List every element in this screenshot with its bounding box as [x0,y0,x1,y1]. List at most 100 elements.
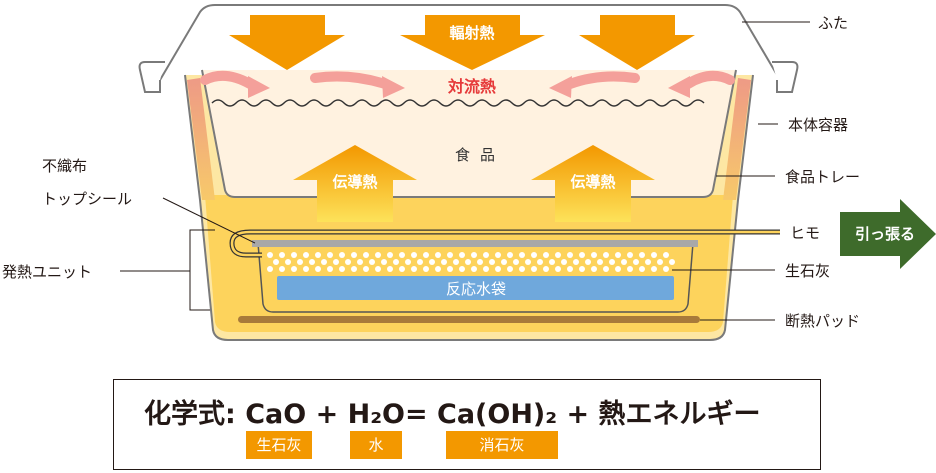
quicklime-dot [549,259,555,265]
formula-badge-slaked-lime: 消石灰 [446,431,558,459]
quicklime-dot [471,266,477,272]
quicklime-dot [519,252,525,258]
quicklime-dot [309,259,315,265]
formula-box: 化学式: CaO + H₂O= Ca(OH)₂ + 熱エネルギー 生石灰 水 消… [113,379,821,470]
quicklime-dot [381,259,387,265]
quicklime-dot [345,259,351,265]
quicklime-dot [573,259,579,265]
quicklime-dot [315,266,321,272]
quicklime-dot [651,252,657,258]
quicklime-dot [387,266,393,272]
nonwoven-label-line1: 不織布 [42,157,87,175]
quicklime-dot [333,259,339,265]
quicklime-dot [351,266,357,272]
quicklime-dot [489,259,495,265]
formula-badge-quicklime: 生石灰 [246,431,312,459]
quicklime-dot [639,266,645,272]
quicklime-dot [669,259,675,265]
quicklime-dot [621,259,627,265]
quicklime-dot [393,259,399,265]
conduction-heat-label-left: 伝導熱 [332,173,377,191]
radiant-heat-label: 輻射熱 [449,24,494,42]
quicklime-dot [567,252,573,258]
quicklime-dot [303,252,309,258]
quicklime-dot [615,266,621,272]
quicklime-dot [327,252,333,258]
quicklime-dot [375,266,381,272]
food-tray-label: 食品トレー [785,168,860,186]
quicklime-dot [597,259,603,265]
conduction-arrow-left [293,145,417,222]
formula-badge-water: 水 [350,431,402,459]
quicklime-dot [507,266,513,272]
water-bag-label: 反応水袋 [446,280,506,298]
quicklime-dot [399,266,405,272]
pull-arrow[interactable] [840,199,936,269]
quicklime-dot [435,266,441,272]
quicklime-dot [387,252,393,258]
quicklime-dot [423,266,429,272]
insulation-pad [238,316,700,323]
quicklime-dot [627,266,633,272]
quicklime-dot [555,266,561,272]
lid-label: ふた [818,14,848,32]
quicklime-dot [513,259,519,265]
quicklime-dot [369,259,375,265]
quicklime-label: 生石灰 [785,262,830,280]
quicklime-dot [609,259,615,265]
quicklime-dot [543,252,549,258]
lid-rim-left [138,61,165,93]
quicklime-dot [291,266,297,272]
quicklime-dot [663,266,669,272]
quicklime-dot [429,259,435,265]
quicklime-dot [591,252,597,258]
quicklime-dot [645,259,651,265]
quicklime-dot [447,252,453,258]
quicklime-dot [405,259,411,265]
quicklime-dot [465,259,471,265]
quicklime-dot [483,252,489,258]
lead-heating-unit [189,229,215,311]
quicklime-dot [303,266,309,272]
string-label: ヒモ [790,224,820,242]
quicklime-dot [375,252,381,258]
chemical-formula: 化学式: CaO + H₂O= Ca(OH)₂ + 熱エネルギー [144,399,761,430]
quicklime-dot [471,252,477,258]
quicklime-dot [363,266,369,272]
conduction-heat-label-right: 伝導熱 [570,173,615,191]
radiant-arrow-center [400,15,545,70]
quicklime-dot [627,252,633,258]
quicklime-dot [495,252,501,258]
quicklime-dot [495,266,501,272]
food-surface [211,99,705,107]
quicklime-dot [339,266,345,272]
quicklime-dot [579,266,585,272]
quicklime-dot [525,259,531,265]
convection-arrow-1 [200,70,255,89]
quicklime-dot [447,266,453,272]
food-label: 食品 [455,146,505,164]
quicklime-dot [603,266,609,272]
insulation-label: 断熱パッド [785,312,860,330]
heating-unit-bag [257,242,694,313]
quicklime-dot [321,259,327,265]
quicklime-dot [327,266,333,272]
quicklime-dot [639,252,645,258]
quicklime-dot [501,259,507,265]
quicklime-dot [267,252,273,258]
lead-nonwoven [162,197,256,244]
right-wall-heat [723,78,751,200]
quicklime-dot [441,259,447,265]
quicklime-dot [567,266,573,272]
quicklime-dot [291,252,297,258]
quicklime-dot [315,252,321,258]
quicklime-dot [663,252,669,258]
pull-label: 引っ張る [855,225,915,243]
left-wall-heat [187,78,215,200]
quicklime-dot [591,266,597,272]
quicklime-dot [483,266,489,272]
quicklime-dot [423,252,429,258]
quicklime-dot [279,266,285,272]
heating-unit-label: 発熱ユニット [2,263,92,281]
